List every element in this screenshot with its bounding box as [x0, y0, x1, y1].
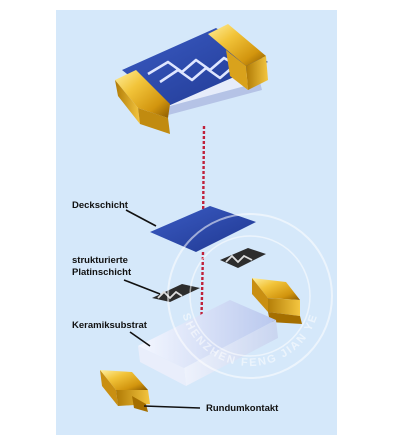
leader-keramiksubstrat [129, 331, 151, 347]
label-platinschicht-line2: Platinschicht [72, 267, 132, 278]
leader-platinschicht [123, 279, 161, 295]
platinum-layer [152, 248, 266, 302]
end-cap-right [252, 278, 302, 324]
assembled-resistor [115, 24, 268, 134]
label-deckschicht: Deckschicht [72, 200, 129, 211]
leader-rundumkontakt [143, 405, 201, 409]
resistor-meander-track [147, 56, 239, 76]
platinum-track-right [225, 254, 253, 264]
end-cap-left [100, 370, 150, 412]
platinum-track-left [157, 290, 183, 300]
label-keramiksubstrat: Keramiksubstrat [72, 320, 148, 331]
leader-deckschicht [125, 209, 157, 227]
label-platinschicht-line1: strukturierte [72, 255, 128, 266]
label-rundumkontakt: Rundumkontakt [206, 403, 279, 414]
